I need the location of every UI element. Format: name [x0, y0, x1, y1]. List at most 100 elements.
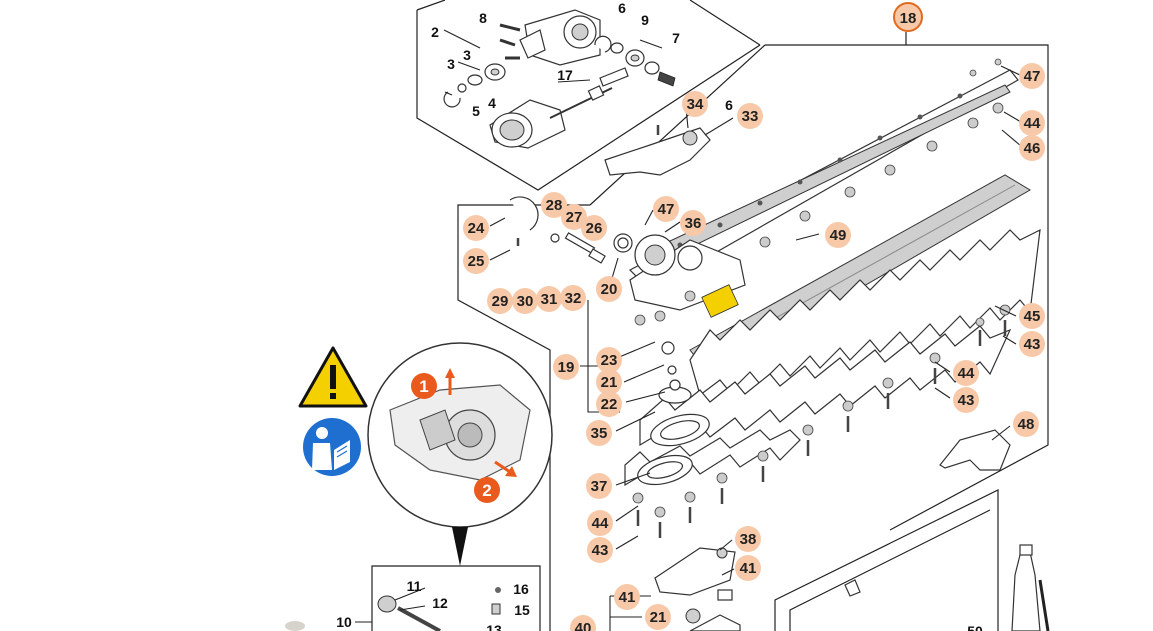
- callout-bubble: [596, 369, 622, 395]
- callout-number: 36: [685, 215, 702, 232]
- callout-11: 11: [407, 578, 422, 594]
- callout-bubble: [645, 604, 671, 630]
- callout-48: 48: [1013, 411, 1039, 437]
- callout-number: 30: [517, 293, 534, 310]
- callout-bubble: [1019, 63, 1045, 89]
- callout-bubble: [596, 391, 622, 417]
- callout-43: 43: [587, 537, 613, 563]
- callout-13: 13: [486, 622, 502, 631]
- callout-number: 10: [336, 614, 352, 630]
- callout-25: 25: [463, 248, 489, 274]
- callout-2: 2: [431, 24, 439, 40]
- callout-bubble: [1019, 110, 1045, 136]
- callout-number: 37: [591, 478, 608, 495]
- callout-number: 9: [641, 12, 649, 28]
- callout-22: 22: [596, 391, 622, 417]
- callout-43: 43: [953, 387, 979, 413]
- assembly-label-text: 18: [900, 10, 917, 27]
- read-manual-icon: [303, 418, 361, 476]
- callout-number: 17: [557, 67, 573, 83]
- callout-number: 38: [740, 531, 757, 548]
- callout-number: 11: [407, 578, 422, 594]
- callout-bubble: [735, 555, 761, 581]
- callout-5: 5: [472, 103, 480, 119]
- callout-bubble: [587, 510, 613, 536]
- callout-number: 48: [1018, 416, 1035, 433]
- callout-41: 41: [735, 555, 761, 581]
- callout-number: 3: [447, 56, 455, 72]
- callout-number: 12: [432, 595, 448, 611]
- callout-number: 31: [541, 291, 558, 308]
- callout-number: 44: [1024, 115, 1041, 132]
- callout-number: 41: [619, 589, 636, 606]
- callout-number: 15: [514, 602, 530, 618]
- callout-number: 34: [687, 96, 704, 113]
- callout-47: 47: [1019, 63, 1045, 89]
- callout-number: 3: [463, 47, 471, 63]
- callout-bubble: [653, 196, 679, 222]
- callout-number: 28: [546, 197, 563, 214]
- callout-number: 35: [591, 425, 608, 442]
- callout-number: 21: [650, 609, 667, 626]
- callout-bubble: [1019, 135, 1045, 161]
- lower-frames: [371, 489, 999, 631]
- callout-number: 21: [601, 374, 618, 391]
- callout-36: 36: [680, 210, 706, 236]
- callout-21: 21: [645, 604, 671, 630]
- callout-number: 6: [618, 0, 626, 16]
- callout-bubble: [953, 360, 979, 386]
- callout-bubble: [586, 420, 612, 446]
- callout-17: 17: [557, 67, 573, 83]
- callout-44: 44: [953, 360, 979, 386]
- callout-number: 44: [958, 365, 975, 382]
- grease-tube: [1011, 544, 1050, 631]
- callout-45: 45: [1019, 303, 1045, 329]
- callout-number: 45: [1024, 308, 1041, 325]
- callout-number: 32: [565, 290, 582, 307]
- callout-bubble: [561, 204, 587, 230]
- partial-part-bottom-left: [285, 587, 501, 631]
- callout-3: 3: [447, 56, 455, 72]
- detail-zoom: 1 2: [367, 342, 553, 566]
- callout-number: 5: [472, 103, 480, 119]
- callout-number: 13: [486, 622, 502, 631]
- callout-number: 23: [601, 352, 618, 369]
- callout-8: 8: [479, 10, 487, 26]
- callout-number: 49: [830, 227, 847, 244]
- callout-44: 44: [1019, 110, 1045, 136]
- callout-number: 4: [488, 95, 496, 111]
- callout-16: 16: [513, 581, 529, 597]
- callout-number: 43: [1024, 336, 1041, 353]
- callout-number: 16: [513, 581, 529, 597]
- callout-49: 49: [825, 222, 851, 248]
- callout-bubble: [570, 615, 596, 631]
- callout-number: 7: [672, 30, 680, 46]
- step-marker-1-text: 1: [419, 377, 428, 396]
- callout-33: 33: [737, 103, 763, 129]
- callout-number: 41: [740, 560, 757, 577]
- callout-bubble: [614, 584, 640, 610]
- callout-number: 24: [468, 220, 485, 237]
- callout-6: 6: [725, 97, 733, 113]
- callout-26: 26: [581, 215, 607, 241]
- callout-7: 7: [672, 30, 680, 46]
- callout-number: 44: [592, 515, 609, 532]
- callout-number: 26: [586, 220, 603, 237]
- callout-bubble: [735, 526, 761, 552]
- callout-41: 41: [614, 584, 640, 610]
- callout-32: 32: [560, 285, 586, 311]
- callout-50: 50: [967, 623, 983, 631]
- assembly-label-18: 18: [893, 2, 923, 32]
- callout-number: 47: [658, 201, 675, 218]
- callout-40: 40: [570, 615, 596, 631]
- callout-bubble: [512, 288, 538, 314]
- callout-bubble: [463, 248, 489, 274]
- callout-bubble: [680, 210, 706, 236]
- callout-bubble: [587, 537, 613, 563]
- callout-35: 35: [586, 420, 612, 446]
- callout-27: 27: [561, 204, 587, 230]
- callout-bubble: [596, 347, 622, 373]
- callout-bubble: [1019, 331, 1045, 357]
- callout-number: 47: [1024, 68, 1041, 85]
